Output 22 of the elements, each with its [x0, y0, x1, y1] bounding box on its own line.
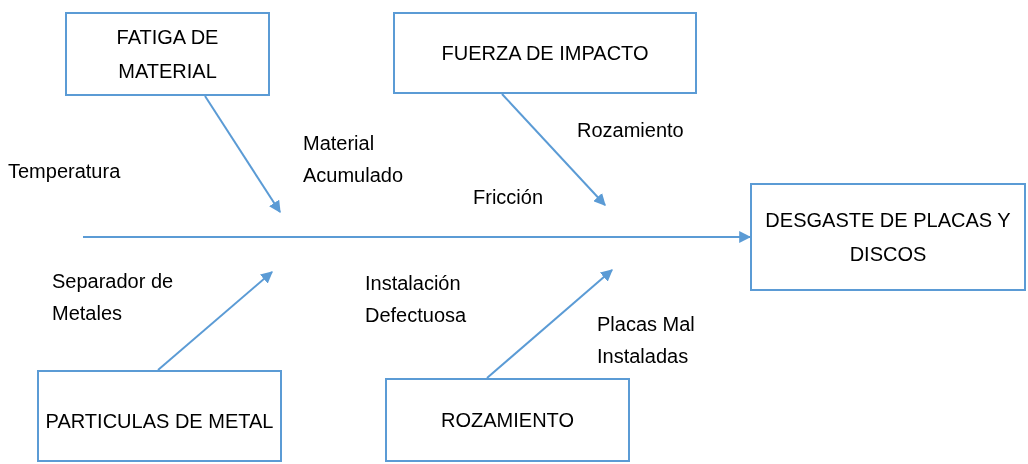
arrow [82, 231, 752, 243]
cause-box [385, 378, 630, 462]
cause-label: Fricción [473, 185, 543, 210]
cause-label: Placas Mal Instaladas [597, 312, 696, 369]
cause-label: Rozamiento [577, 118, 684, 143]
arrow [486, 269, 613, 379]
cause-label: Material Acumulado [303, 131, 405, 188]
cause-box [393, 12, 697, 94]
box-label: PARTICULAS DE METAL [45, 409, 274, 434]
box-label: FATIGA DE MATERIAL [115, 25, 220, 84]
cause-label: Temperatura [8, 159, 121, 184]
arrow [501, 93, 606, 206]
box-label: DESGASTE DE PLACAS Y DISCOS [764, 208, 1012, 267]
cause-box [65, 12, 270, 96]
arrow [204, 95, 281, 213]
cause-box [37, 370, 282, 462]
box-label: ROZAMIENTO [441, 408, 574, 433]
cause-box [750, 183, 1026, 291]
arrow [157, 271, 273, 371]
cause-label: Separador de Metales [52, 269, 175, 326]
box-label: FUERZA DE IMPACTO [441, 41, 649, 66]
cause-label: Instalación Defectuosa [365, 271, 468, 328]
